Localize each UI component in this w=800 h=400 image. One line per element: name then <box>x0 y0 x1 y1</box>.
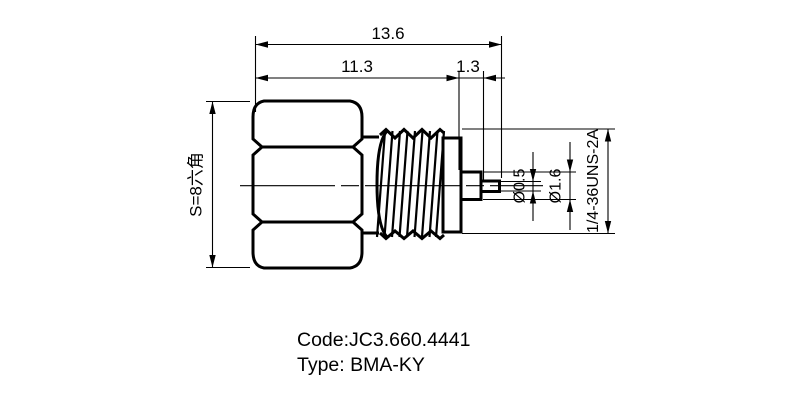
flange <box>441 136 463 234</box>
thread-lead-in-arc <box>375 128 390 240</box>
hex-body <box>251 99 364 270</box>
part-type-text: Type: BMA-KY <box>297 354 425 376</box>
body-length-dim-text: 11.3 <box>341 57 373 76</box>
extension-line-tip-dia <box>499 180 541 192</box>
thread-hatch <box>375 130 446 238</box>
arrowheads <box>209 41 612 268</box>
thread-section <box>375 127 446 241</box>
part-code-text: Code:JC3.660.4441 <box>297 329 470 351</box>
pin-diameter-dim-text: Ø1.6 <box>548 169 565 204</box>
connector-part <box>240 99 543 270</box>
tip-diameter-dim-text: Ø0.5 <box>512 169 529 204</box>
overall-length-dim-text: 13.6 <box>371 24 404 43</box>
extension-line-pin-dia <box>483 171 576 201</box>
dimension-annotations: 13.6 11.3 1.3 S=8六角 Ø0.5 Ø1.6 1/4-36UNS-… <box>187 24 615 269</box>
title-block: Code:JC3.660.4441 Type: BMA-KY <box>297 329 470 376</box>
pin-length-dim-text: 1.3 <box>456 57 480 76</box>
extension-line-thread <box>462 128 615 235</box>
thread-crest-bottom <box>378 229 445 241</box>
thread-crest-top <box>378 127 445 141</box>
hex-size-dim-text: S=8六角 <box>187 152 206 217</box>
thread-spec-dim-text: 1/4-36UNS-2A <box>585 129 602 233</box>
